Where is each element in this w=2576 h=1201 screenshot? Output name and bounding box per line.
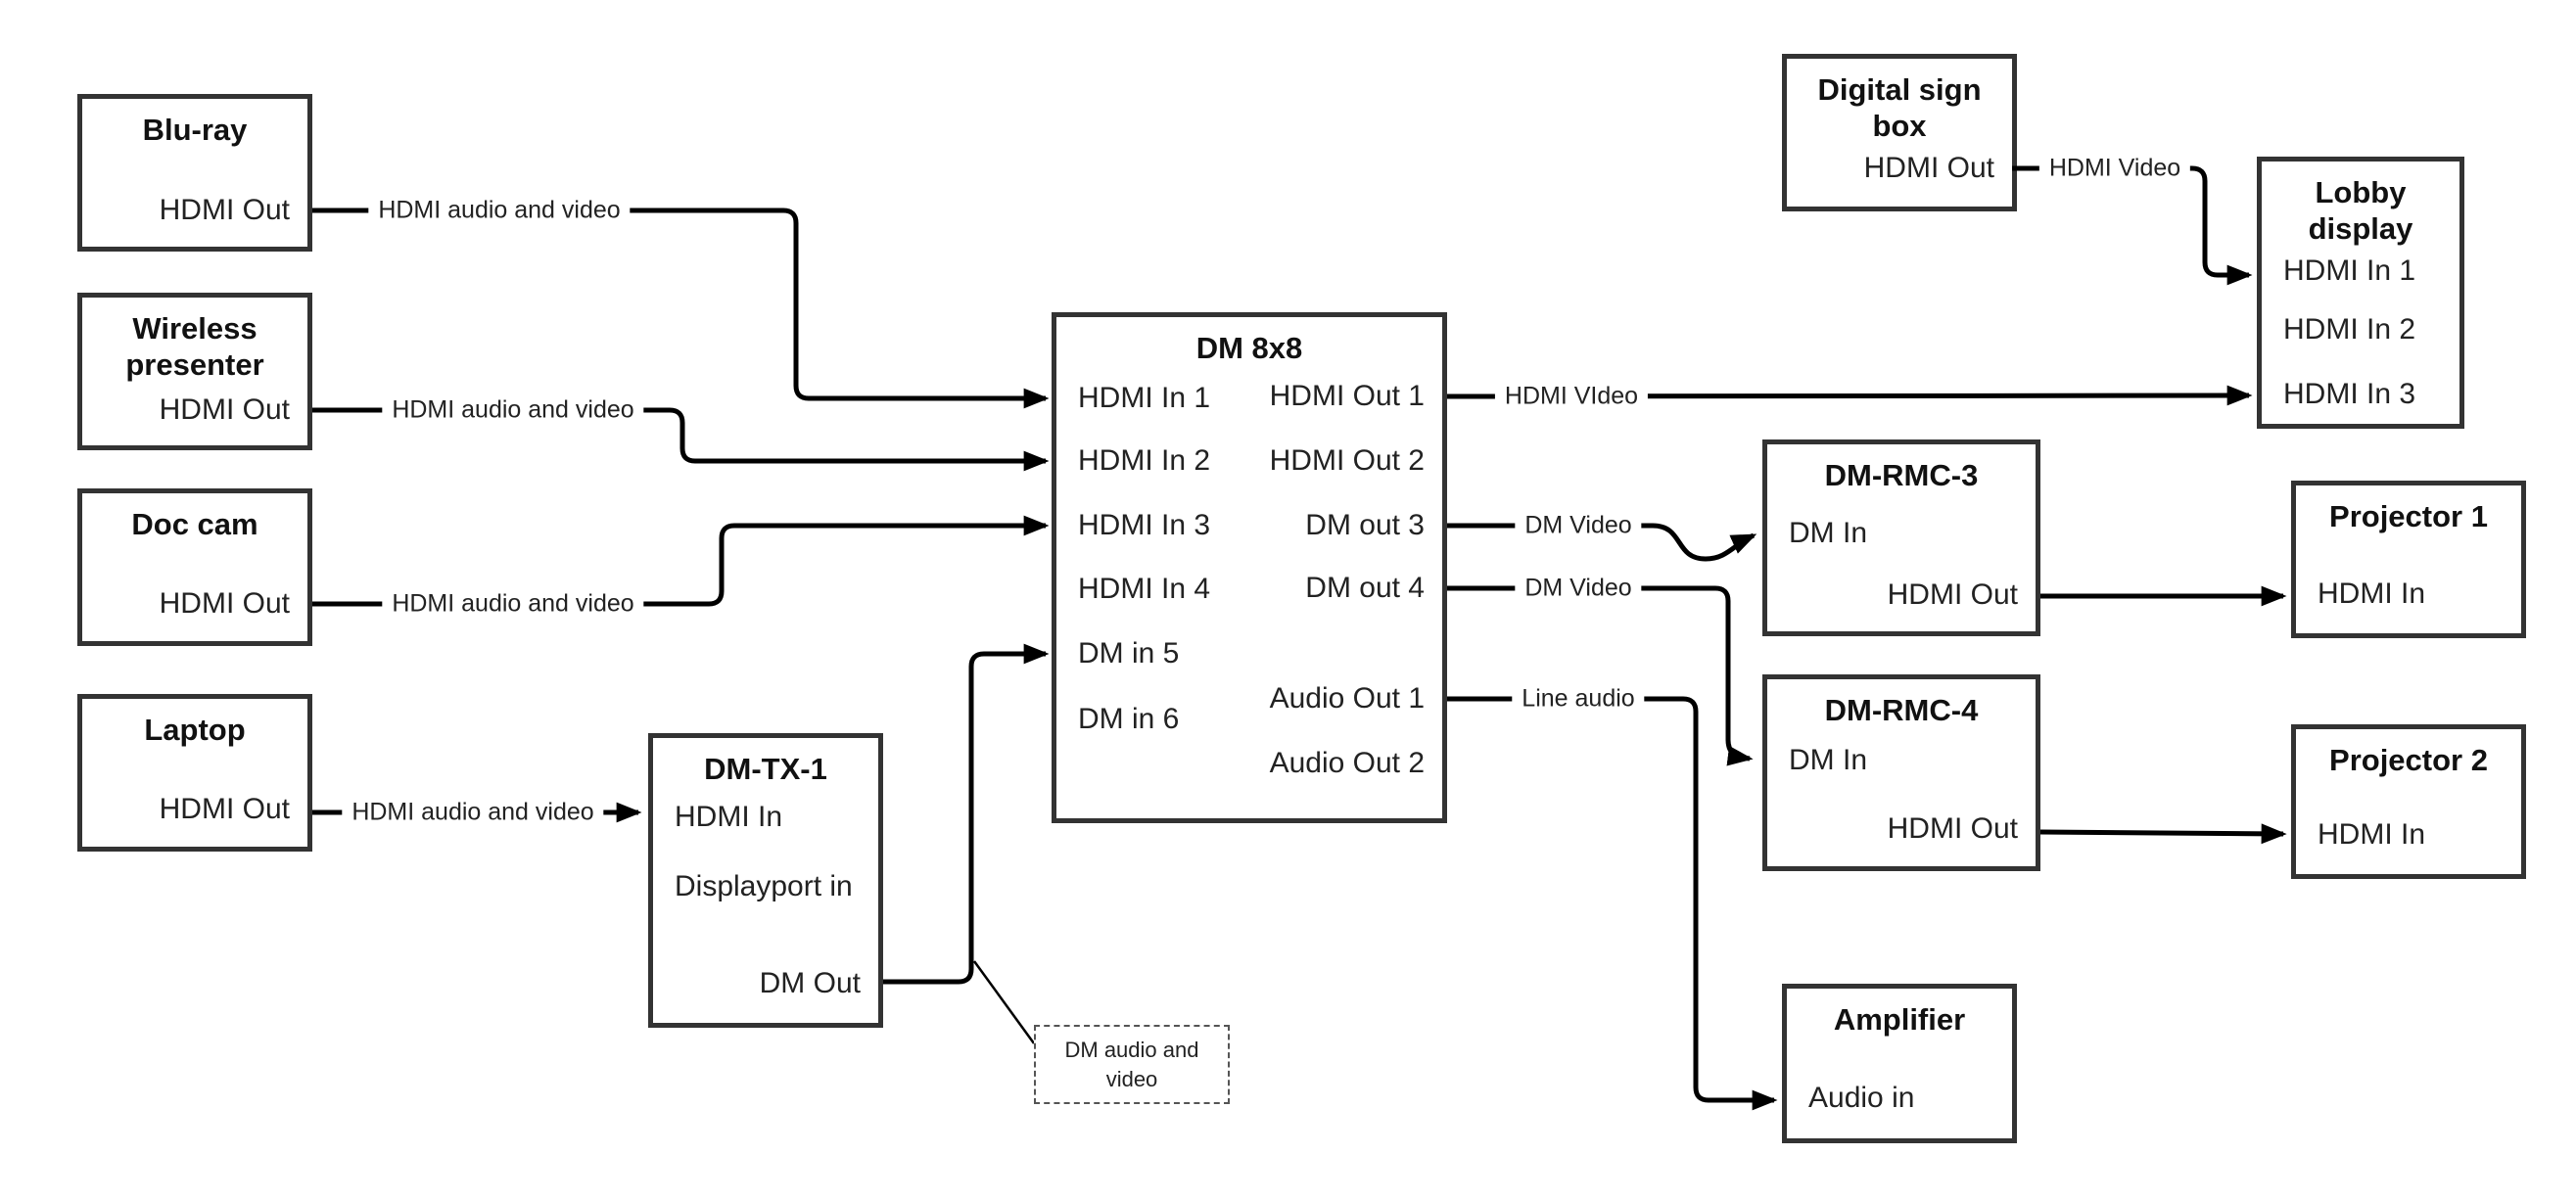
node-title-laptop: Laptop <box>144 713 246 747</box>
callout-dm-audio-and-video: DM audio and video <box>1034 1025 1230 1104</box>
node-title-doc-cam: Doc cam <box>131 507 258 541</box>
port-doc-cam-hdmi-out: HDMI Out <box>159 587 290 620</box>
edge-label-doc-cam-to-dm-8x8: HDMI audio and video <box>382 589 644 619</box>
port-dm-8x8-dm-out-4: DM out 4 <box>1305 572 1425 604</box>
port-dm-8x8-hdmi-out-2: HDMI Out 2 <box>1269 444 1425 477</box>
port-dm-tx-1-dm-out: DM Out <box>759 967 861 999</box>
node-projector-2: Projector 2 HDMI In <box>2291 724 2526 879</box>
port-dm-8x8-hdmi-out-1: HDMI Out 1 <box>1269 380 1425 412</box>
port-dm-rmc-4-dm-in: DM In <box>1789 744 1868 776</box>
port-dm-8x8-audio-out-1: Audio Out 1 <box>1269 682 1425 715</box>
port-dm-8x8-hdmi-in-4: HDMI In 4 <box>1078 573 1211 605</box>
node-title-projector-2: Projector 2 <box>2329 743 2488 777</box>
callout-text-line1: DM audio and <box>1064 1037 1199 1062</box>
node-dm-rmc-3: DM-RMC-3 DM In HDMI Out <box>1762 439 2040 636</box>
port-dm-8x8-dm-in-5: DM in 5 <box>1078 637 1180 670</box>
port-dm-tx-1-displayport-in: Displayport in <box>675 870 853 902</box>
edge-label-digital-sign-box-to-lobby-display: HDMI Video <box>2038 154 2191 183</box>
port-dm-tx-1-hdmi-in: HDMI In <box>675 801 783 833</box>
port-projector-1-hdmi-in: HDMI In <box>2318 577 2426 610</box>
node-title-dm-8x8: DM 8x8 <box>1195 331 1303 365</box>
edge-label-dm-8x8-out3-to-dm-rmc-3: DM Video <box>1515 511 1642 540</box>
callout-leader-line <box>972 960 1036 1044</box>
edge-dm-rmc-4-to-projector-2 <box>2039 823 2287 845</box>
port-lobby-display-hdmi-in-1: HDMI In 1 <box>2283 254 2416 287</box>
node-dm-rmc-4: DM-RMC-4 DM In HDMI Out <box>1762 674 2040 871</box>
port-dm-rmc-3-hdmi-out: HDMI Out <box>1887 578 2018 611</box>
edge-dm-8x8-out4-to-dm-rmc-4 <box>1447 585 1754 766</box>
edge-label-wireless-presenter-to-dm-8x8: HDMI audio and video <box>382 395 644 425</box>
port-digital-sign-box-hdmi-out: HDMI Out <box>1863 152 1994 184</box>
node-projector-1: Projector 1 HDMI In <box>2291 481 2526 638</box>
edge-blu-ray-to-dm-8x8 <box>312 208 1050 409</box>
edge-label-dm-8x8-audio1-to-amplifier: Line audio <box>1512 684 1645 714</box>
port-lobby-display-hdmi-in-2: HDMI In 2 <box>2283 313 2416 346</box>
port-dm-8x8-hdmi-in-3: HDMI In 3 <box>1078 509 1211 541</box>
port-projector-2-hdmi-in: HDMI In <box>2318 818 2426 851</box>
edge-label-blu-ray-to-dm-8x8: HDMI audio and video <box>368 196 631 225</box>
edge-label-laptop-to-dm-tx-1: HDMI audio and video <box>342 798 604 827</box>
node-title-blu-ray: Blu-ray <box>142 113 248 147</box>
node-title-dm-rmc-3: DM-RMC-3 <box>1824 458 1979 492</box>
port-lobby-display-hdmi-in-3: HDMI In 3 <box>2283 378 2416 410</box>
node-title-projector-1: Projector 1 <box>2329 499 2488 533</box>
edge-dm-8x8-audio1-to-amplifier <box>1447 696 1778 1111</box>
edge-dm-tx-1-to-dm-8x8 <box>883 643 1050 985</box>
node-title-dm-rmc-4: DM-RMC-4 <box>1824 693 1979 727</box>
port-wireless-presenter-hdmi-out: HDMI Out <box>159 393 290 426</box>
port-dm-8x8-hdmi-in-1: HDMI In 1 <box>1078 382 1211 414</box>
port-dm-rmc-3-dm-in: DM In <box>1789 517 1868 549</box>
node-title-dm-tx-1: DM-TX-1 <box>704 752 827 786</box>
port-dm-8x8-audio-out-2: Audio Out 2 <box>1269 747 1425 779</box>
node-title-amplifier: Amplifier <box>1833 1002 1966 1037</box>
port-blu-ray-hdmi-out: HDMI Out <box>159 194 290 226</box>
edge-digital-sign-box-to-lobby-display <box>2012 165 2253 286</box>
port-dm-8x8-dm-in-6: DM in 6 <box>1078 703 1180 735</box>
port-dm-8x8-dm-out-3: DM out 3 <box>1305 509 1425 541</box>
port-dm-rmc-4-hdmi-out: HDMI Out <box>1887 812 2018 845</box>
port-amplifier-audio-in: Audio in <box>1808 1082 1915 1114</box>
port-dm-8x8-hdmi-in-2: HDMI In 2 <box>1078 444 1211 477</box>
callout-text-line2: video <box>1105 1066 1158 1091</box>
port-laptop-hdmi-out: HDMI Out <box>159 793 290 825</box>
edge-label-dm-8x8-out4-to-dm-rmc-4: DM Video <box>1515 574 1642 603</box>
edge-label-dm-8x8-out1-to-lobby-display: HDMI VIdeo <box>1494 382 1649 411</box>
